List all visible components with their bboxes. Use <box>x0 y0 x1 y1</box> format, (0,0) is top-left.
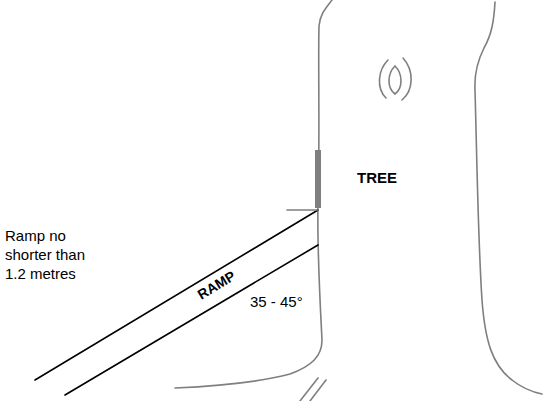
ramp-lower-edge <box>65 245 318 395</box>
ramp-label: RAMP <box>194 267 239 305</box>
note-text: Ramp no shorter than 1.2 metres <box>5 226 105 283</box>
angle-label: 35 - 45° <box>250 292 303 311</box>
tree-left-outline <box>175 0 332 388</box>
tree-root <box>300 378 326 401</box>
ramp-ledge <box>287 209 318 211</box>
tree-knot-inner <box>389 66 401 94</box>
tree-right-outline <box>475 2 542 394</box>
ramp-upper-edge <box>35 210 318 380</box>
ramp-fixing-plate <box>315 150 321 208</box>
tree-knot-outer <box>379 58 411 100</box>
tree-label: TREE <box>357 168 397 187</box>
